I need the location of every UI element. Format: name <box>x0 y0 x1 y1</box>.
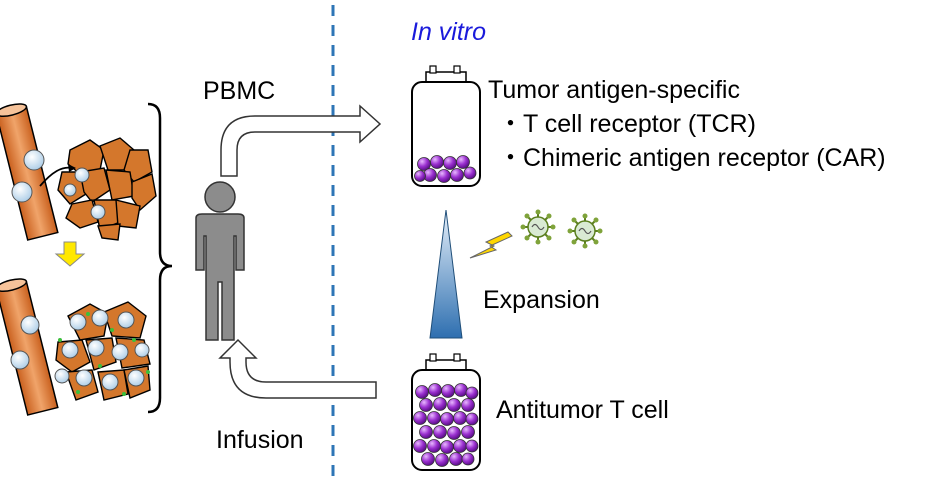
infusion-label: Infusion <box>216 426 304 454</box>
blood-vessel-bottom <box>0 278 59 416</box>
antitumor-t-cell-label: Antitumor T cell <box>496 396 669 424</box>
bottle-top <box>411 65 481 187</box>
lightning-bolt-icon <box>469 231 513 259</box>
blood-vessel-top <box>0 103 59 241</box>
car-label: ・Chimeric antigen receptor (CAR) <box>498 144 886 172</box>
pbmc-label: PBMC <box>203 77 276 105</box>
curly-brace <box>147 102 173 414</box>
tumor-top <box>39 137 157 241</box>
virus-icon-1 <box>520 209 556 245</box>
tcr-label: ・T cell receptor (TCR) <box>498 110 756 138</box>
pbmc-arrow <box>220 104 382 177</box>
in-vitro-label: In vitro <box>411 18 487 46</box>
yellow-down-arrow <box>54 241 86 267</box>
virus-icon-2 <box>567 213 603 249</box>
bottle-bottom <box>411 353 481 471</box>
expansion-label: Expansion <box>483 286 600 314</box>
tumor-antigen-specific-label: Tumor antigen-specific <box>488 76 740 104</box>
tumor-bottom <box>54 301 151 401</box>
person-icon <box>195 181 245 341</box>
infusion-arrow <box>218 338 377 399</box>
expansion-triangle <box>429 209 463 339</box>
